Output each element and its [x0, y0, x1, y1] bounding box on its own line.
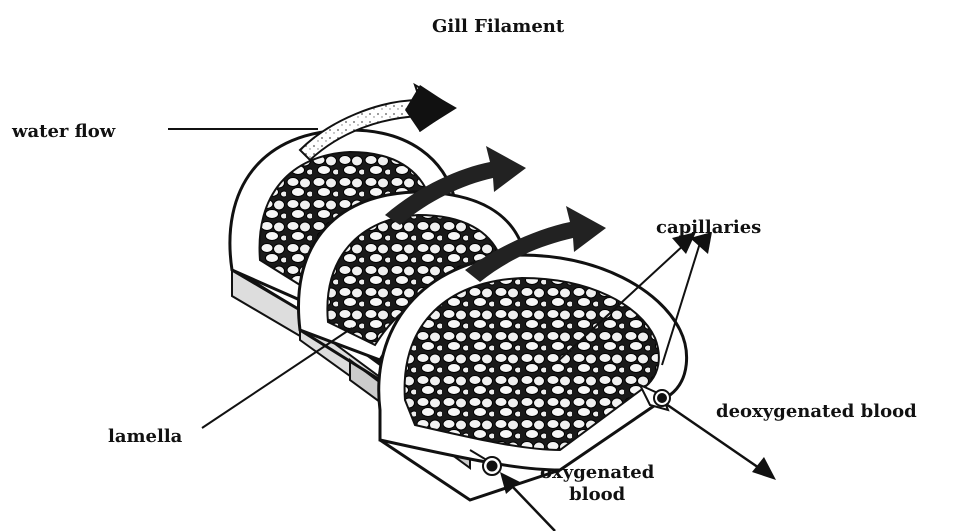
deoxygenated-blood-arrow	[666, 404, 776, 480]
lamella-leader	[202, 328, 352, 428]
lamella-front	[379, 255, 687, 500]
